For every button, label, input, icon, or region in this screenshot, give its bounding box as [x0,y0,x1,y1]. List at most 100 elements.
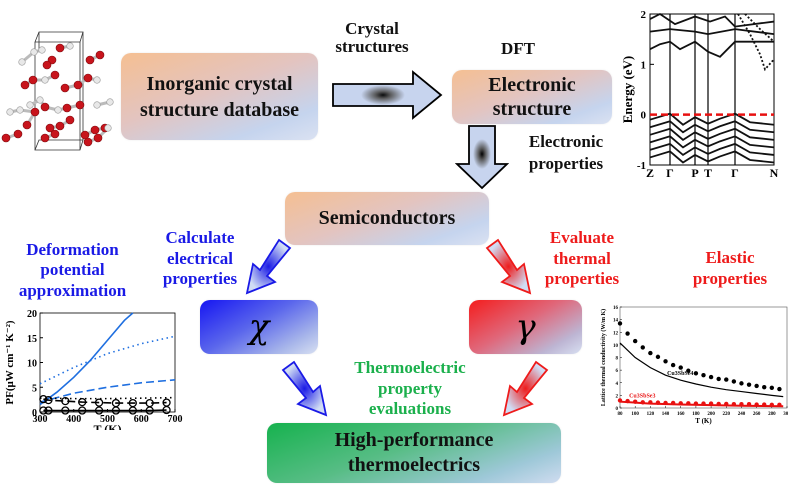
eval-thermal-line2: thermal [553,248,611,268]
band-line [649,120,775,134]
y-axis-label: PF(μW cm⁻¹ K⁻²) [4,320,16,404]
calculate-electrical-label: Calculate electrical properties [150,228,250,290]
x-tick-label: 120 [647,412,655,417]
x-tick-label: 500 [100,414,115,425]
y-tick-label: 2 [641,9,647,21]
data-marker [762,384,767,390]
plot-frame [619,306,788,409]
y-tick-label: 4 [616,382,619,387]
oxygen-atom [55,43,65,53]
blue-arrow-down-left [245,238,292,295]
thermal-conductivity-chart: 8010012014016018020022024026028030002468… [600,306,788,425]
hydrogen-atom [41,76,49,84]
oxygen-atom [90,125,100,135]
data-marker [640,345,645,350]
oxygen-atom [95,50,105,60]
y-tick-label: -1 [637,160,646,172]
x-tick-label: 300 [783,412,788,417]
data-marker [663,359,668,364]
y-tick-label: 14 [613,319,619,324]
electronic-properties-line1: Electronic [528,132,604,151]
kpoint-label: Z [646,166,654,180]
data-marker [44,406,53,415]
data-marker [61,406,70,415]
data-marker [44,395,53,405]
y-axis-label: Lattice thermal conductivity (W/m K) [600,309,607,406]
high-performance-box: High-performance thermoelectrics [267,423,561,483]
x-tick-label: 180 [692,412,700,417]
x-tick-label: 160 [677,412,685,417]
data-marker [617,321,623,326]
crystal-structure-image [1,31,114,151]
hydrogen-atom [16,106,24,114]
data-marker [39,406,48,415]
hydrogen-atom [93,101,101,109]
oxygen-atom [22,120,32,130]
x-tick-label: 300 [33,414,48,425]
band-line [649,150,775,164]
hydrogen-atom [38,46,46,54]
kpoint-label: T [704,166,712,180]
dft-label: DFT [501,39,535,58]
hydrogen-atom [6,108,14,116]
database-line1: Inorganic crystal [146,72,293,95]
te-eval-line3: evaluations [368,399,452,419]
data-marker [670,362,676,368]
final-line1: High-performance [334,429,494,451]
elastic-line2: properties [692,268,768,288]
data-marker [769,385,775,390]
data-marker [724,377,729,382]
oxygen-atom [1,133,11,143]
crystal-structures-line1: Crystal [345,19,399,38]
oxygen-atom [45,123,55,133]
right-arrow-crystal [332,70,443,120]
series-black-dashed-circles [43,398,167,404]
deformation-potential-label: Deformation potential approximation [5,240,140,301]
oxygen-atom [28,75,38,85]
series-blue-dashed [39,379,176,403]
kpoint-label: P [691,166,698,180]
crystal-structures-line2: structures [335,36,409,56]
te-eval-line2: property [378,378,442,398]
hydrogen-atom [93,76,101,84]
evaluate-thermal-label: Evaluate thermal properties [532,228,632,290]
series-Cu3SbSe3-line [619,400,784,408]
data-marker [693,371,699,376]
electronic-properties-label: Electronic properties [516,131,616,175]
oxygen-atom [75,100,85,110]
y-tick-label: 10 [27,359,37,370]
data-marker [94,406,104,415]
data-marker [78,397,87,407]
kpoint-label: Γ [666,166,674,180]
data-marker [701,372,706,378]
kpoint-label: Γ [731,166,739,180]
y-axis-label: Energy (eV) [622,56,635,124]
electronic-properties-line2: properties [528,154,604,174]
oxygen-atom [20,80,30,90]
annotation-cu3sbse3: Cu3SbSe3 [629,393,655,399]
band-line [744,13,775,43]
oxygen-atom [65,115,75,125]
database-box: Inorganic crystal structure database [121,53,318,140]
series-blue-dotted [39,335,176,385]
x-tick-label: 600 [134,414,149,425]
red-arrow-down-left [502,360,549,417]
y-tick-label: 12 [613,331,619,336]
down-arrow-electronic [455,125,509,190]
y-tick-label: 8 [616,357,619,362]
band-line [649,28,775,36]
deformation-line1: Deformation [26,240,119,259]
elastic-properties-label: Elastic properties [680,248,780,289]
data-marker [648,350,653,356]
kpoint-label: N [770,166,779,180]
blue-arrow-down-right [281,360,328,417]
oxygen-atom [40,133,50,143]
oxygen-atom [13,129,23,139]
hydrogen-atom [18,58,26,66]
oxygen-atom [50,129,60,139]
thermoelectric-evaluations-label: Thermoelectric property evaluations [340,358,480,420]
x-tick-label: 200 [707,412,715,417]
x-tick-label: 220 [723,412,731,417]
band-line [649,112,775,126]
